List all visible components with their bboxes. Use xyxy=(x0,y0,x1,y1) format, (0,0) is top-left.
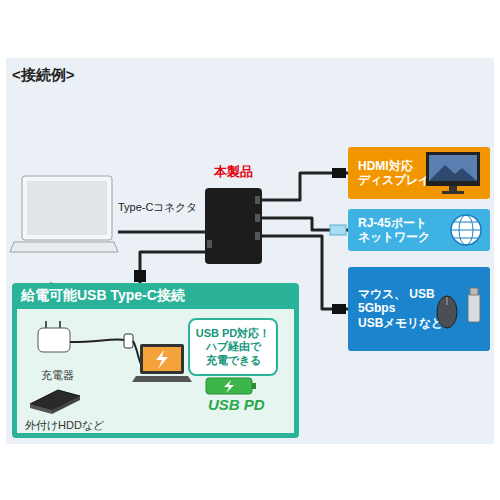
cable-label: Type-Cコネクタ xyxy=(118,200,197,215)
background-panel xyxy=(6,58,494,444)
node-text: 充電器 xyxy=(22,369,92,382)
usb-device-box: マウス、 USB 5Gbps USBメモリなど xyxy=(348,267,490,351)
node-text: USB PD対応！ ハブ経由で 充電できる xyxy=(192,327,274,367)
hdmi-plug xyxy=(332,168,346,178)
node-text: 外付けHDDなど xyxy=(22,419,107,432)
laptop-base xyxy=(10,242,118,252)
laptop-screen xyxy=(27,181,107,235)
laptop-illustration xyxy=(10,176,118,252)
diagram-title: <接続例> xyxy=(12,66,75,85)
logo-text: USB PD xyxy=(208,396,265,413)
cable-connector xyxy=(118,231,205,234)
hdd-node: 外付けHDDなど xyxy=(22,386,107,432)
display-box: HDMI対応 ディスプレイ xyxy=(348,147,490,199)
usb-plug xyxy=(332,304,346,314)
computer-node: パソコン xyxy=(10,172,118,294)
laptop-lid xyxy=(22,176,112,240)
hub-product-box: 本製品 xyxy=(205,188,262,264)
node-text: 給電可能USB Type-C接続 xyxy=(21,287,185,304)
usb-c-plug xyxy=(134,270,146,282)
cable-connector xyxy=(262,173,348,200)
cable-connector xyxy=(262,218,348,230)
node-text: マウス、 USB 5Gbps USBメモリなど xyxy=(358,287,436,330)
node-text: HDMI対応 ディスプレイ xyxy=(358,159,438,188)
lan-plug xyxy=(330,225,346,235)
node-text: RJ-45ポート ネットワーク xyxy=(358,216,438,245)
cable-connector xyxy=(140,252,205,283)
node-text: 本製品 xyxy=(185,164,282,180)
network-box: RJ-45ポート ネットワーク xyxy=(348,209,490,251)
power-delivery-panel: 給電可能USB Type-C接続充電器外付けHDDなど USB PD対応！ ハブ経… xyxy=(12,283,299,438)
callout-bubble: USB PD対応！ ハブ経由で 充電できる xyxy=(188,318,278,376)
charger-node: 充電器 xyxy=(22,318,92,382)
